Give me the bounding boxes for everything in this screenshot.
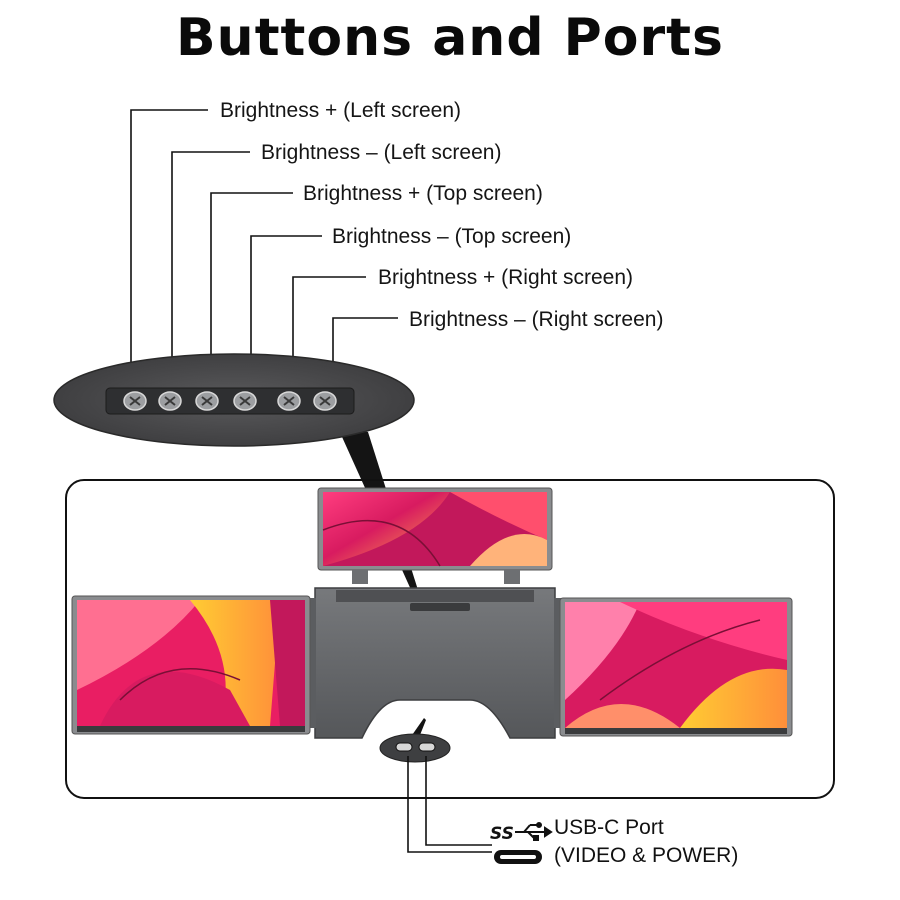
- left-screen: [71, 595, 311, 735]
- callout-line-3: [210, 192, 293, 392]
- callout-line-1: [130, 109, 208, 392]
- button-brightness-minus-top: [233, 391, 257, 411]
- device-frame: [65, 479, 835, 799]
- usb-port-zoom: [379, 733, 451, 763]
- button-brightness-plus-top: [195, 391, 219, 411]
- label-brightness-plus-right: Brightness + (Right screen): [378, 266, 634, 289]
- callout-line-5: [292, 276, 366, 392]
- right-screen: [559, 597, 793, 737]
- callout-line-4: [250, 235, 322, 392]
- label-brightness-minus-left: Brightness – (Left screen): [261, 141, 502, 164]
- usb-ss-badge: SS: [490, 824, 514, 844]
- top-screen: [317, 487, 553, 584]
- button-brightness-minus-right: [313, 391, 337, 411]
- button-brightness-plus-left: [123, 391, 147, 411]
- button-brightness-minus-left: [158, 391, 182, 411]
- diagram-title: Buttons and Ports: [176, 8, 724, 68]
- port-callout-lines: [407, 756, 492, 853]
- label-brightness-plus-top: Brightness + (Top screen): [303, 182, 543, 205]
- device-body: [306, 587, 564, 739]
- label-brightness-minus-right: Brightness – (Right screen): [409, 308, 664, 331]
- usb-superspeed-icon: SS: [490, 822, 553, 844]
- zoom-buttons: [123, 391, 337, 411]
- button-brightness-plus-right: [277, 391, 301, 411]
- label-brightness-minus-top: Brightness – (Top screen): [332, 225, 572, 248]
- usb-port-name: USB-C Port: [554, 816, 664, 839]
- usb-port-detail: (VIDEO & POWER): [554, 844, 739, 867]
- callout-lines: [130, 109, 398, 392]
- label-brightness-plus-left: Brightness + (Left screen): [220, 99, 462, 122]
- callout-line-2: [171, 151, 250, 392]
